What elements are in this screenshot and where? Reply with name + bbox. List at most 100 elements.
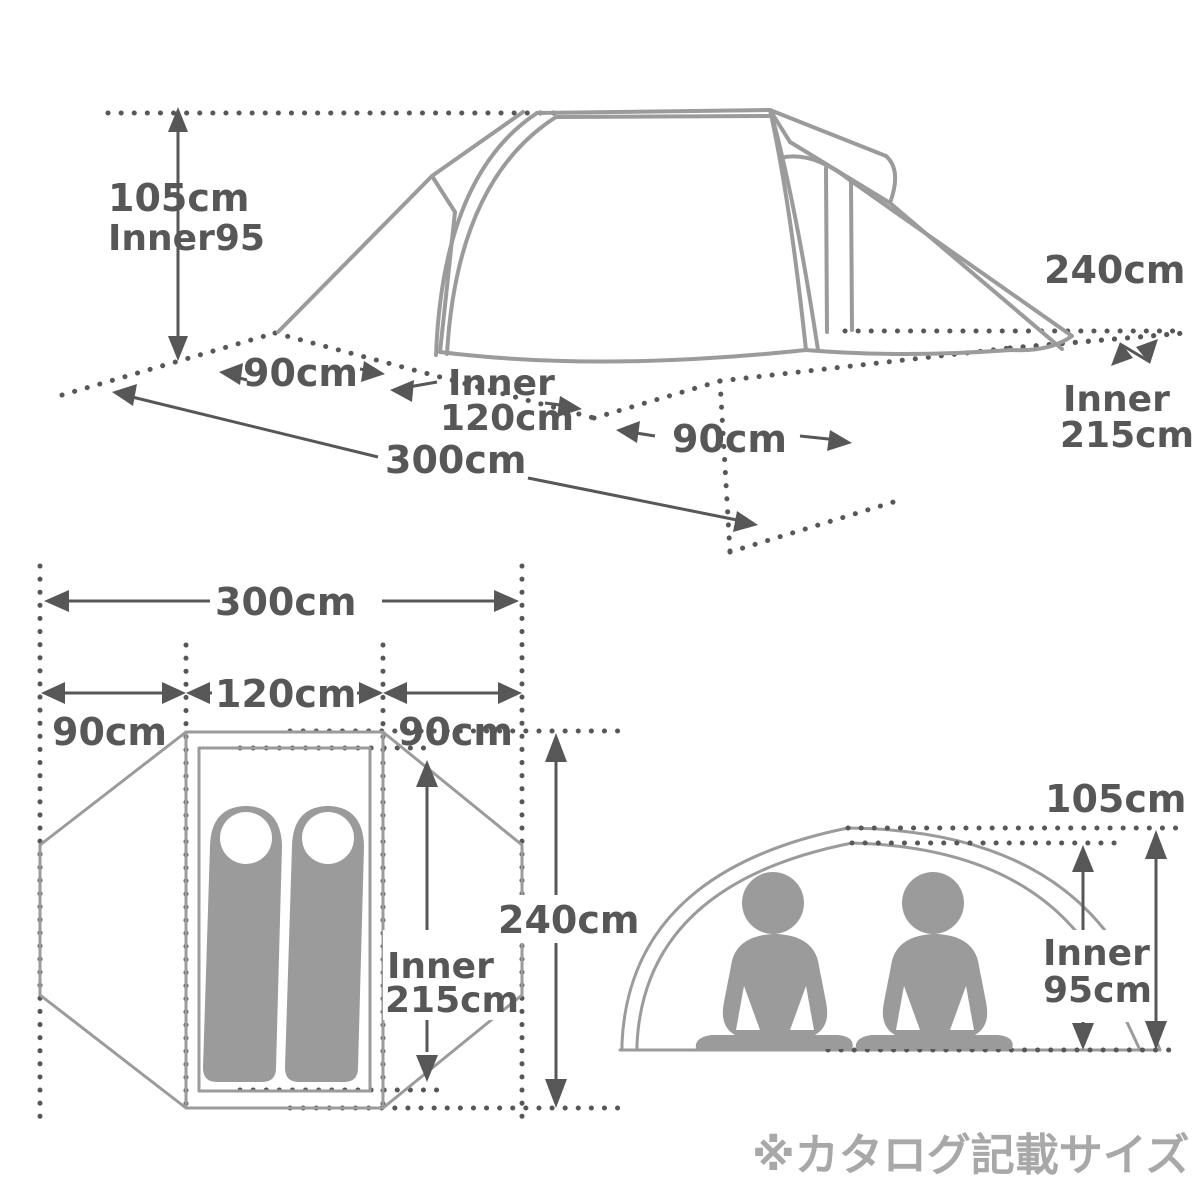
seated-person-figure [855,872,1013,1049]
arrowhead-down [1111,342,1133,366]
perspective-view: 105cm Inner95 90cm Inner 120cm [59,107,1194,555]
tent-left-vestibule [276,174,457,354]
dim-inner-width [390,380,582,417]
tent-pole-front-inner [445,115,558,356]
tent-ridge-top-2 [554,114,774,119]
label-depth-total: 240cm [1044,248,1185,292]
fly-footprint-outline [38,730,524,1110]
arrowhead-right [361,361,385,382]
arrowhead-down [416,1055,438,1082]
label-fp-depth-total: 240cm [498,898,639,942]
catalog-size-note: ※カタログ記載サイズ [752,1130,1189,1181]
tent-pole-rear-inner [770,114,820,352]
arrowhead-left [383,682,407,704]
tent-rear-roof-a [768,108,888,158]
arrowhead-down [1072,1023,1094,1050]
tent-pole-rear-outer [768,108,808,352]
label-total-length: 300cm [385,438,526,482]
seated-person-figure [695,872,853,1049]
label-height-inner: Inner95 [108,218,265,259]
floor-plan-view: 300cm 120cm 90cm 90cm [37,563,639,1128]
dim-depth-inner [1111,339,1158,366]
arrowhead-down [168,336,188,361]
label-vestibule-right: 90cm [672,417,787,461]
tent-ridge-top [535,108,772,115]
dim-total-length [112,384,758,532]
label-vestibule-left: 90cm [243,351,358,395]
ref-line-ground-e [717,378,733,555]
tent-rear-roof-d [768,108,792,144]
dim-cs-height-inner [1035,845,1163,1050]
arrowhead-right [498,682,522,704]
dim-vestibule-left [219,361,385,385]
label-cs-height-total: 105cm [1045,777,1186,821]
sleeping-bag [203,806,282,1082]
dim-fp-depth-total [496,733,638,1108]
tent-post-b [849,179,854,332]
tent-rear-roof-b [884,154,898,205]
arrowhead-right [827,430,852,451]
ref-line-ground-f [727,497,903,555]
sleeping-bag-hood [220,812,272,864]
arrowhead-left [390,380,414,402]
arrowhead-up [1072,845,1094,872]
arrowhead-right [494,590,519,612]
label-fp-depth-inner-value: 215cm [385,980,519,1021]
sleeping-bag [285,806,364,1082]
tent-post-a [824,166,829,334]
arrowhead-left [41,682,65,704]
arrowhead-down [545,1079,567,1108]
arrowhead-up [168,107,188,132]
dim-cs-height-total [1145,830,1167,1050]
cross-section-view: Inner 95cm 105cm [618,777,1186,1053]
tent-post-brace [778,154,853,183]
arrowhead-left [112,384,137,406]
sleeping-bag-hood [302,812,354,864]
arrowhead-up [1136,339,1158,364]
label-fp-total-length: 300cm [215,580,356,624]
dim-height-total [168,107,188,361]
arrowhead-right [359,682,383,704]
label-inner-width: Inner [448,363,555,404]
inner-tent-outer-rect [184,730,385,1110]
dim-fp-vestibule-left [41,682,186,704]
tent-tail-lower [888,201,1064,351]
tent-hem-rear [804,348,1013,356]
arrowhead-left [186,682,210,704]
tent-left-ridge-edge [430,110,525,178]
arrowhead-down [1145,1021,1167,1050]
ref-line-ground-a [272,330,597,421]
ref-line-ground-b [591,378,723,421]
label-fp-vestibule-right: 90cm [398,710,513,754]
dim-fp-total-length [44,578,519,624]
ref-line-ground-g [1007,330,1188,351]
dim-fp-vestibule-right [383,682,522,704]
label-cs-height-inner: Inner [1043,933,1150,974]
label-fp-inner-length: 120cm [215,672,356,716]
ref-line-ground-c [717,345,1013,384]
tent-tail-end [1009,334,1074,353]
arrowhead-left [219,363,243,385]
dim-vestibule-right [616,421,852,451]
label-depth-inner: Inner [1063,379,1170,420]
label-height-total: 105cm [108,176,249,220]
dim-fp-depth-inner [383,760,503,1082]
label-fp-depth-inner: Inner [387,946,494,987]
label-inner-width-value: 120cm [440,398,574,439]
label-fp-vestibule-left: 90cm [52,710,167,754]
arrowhead-right [733,511,758,532]
tent-hem-main [438,348,808,364]
label-cs-height-inner-value: 95cm [1043,970,1152,1011]
arrowhead-up [545,733,567,762]
arrowhead-right [557,396,582,417]
ref-line-ground-left [59,330,278,398]
label-depth-inner-value: 215cm [1060,415,1194,456]
arrowhead-left [616,421,640,443]
arrowhead-left [44,590,69,612]
inner-tent-inner-rect [197,746,372,1093]
arrowhead-right [162,682,186,704]
arrowhead-up [416,760,438,787]
tent-tail-upper [849,179,1074,338]
